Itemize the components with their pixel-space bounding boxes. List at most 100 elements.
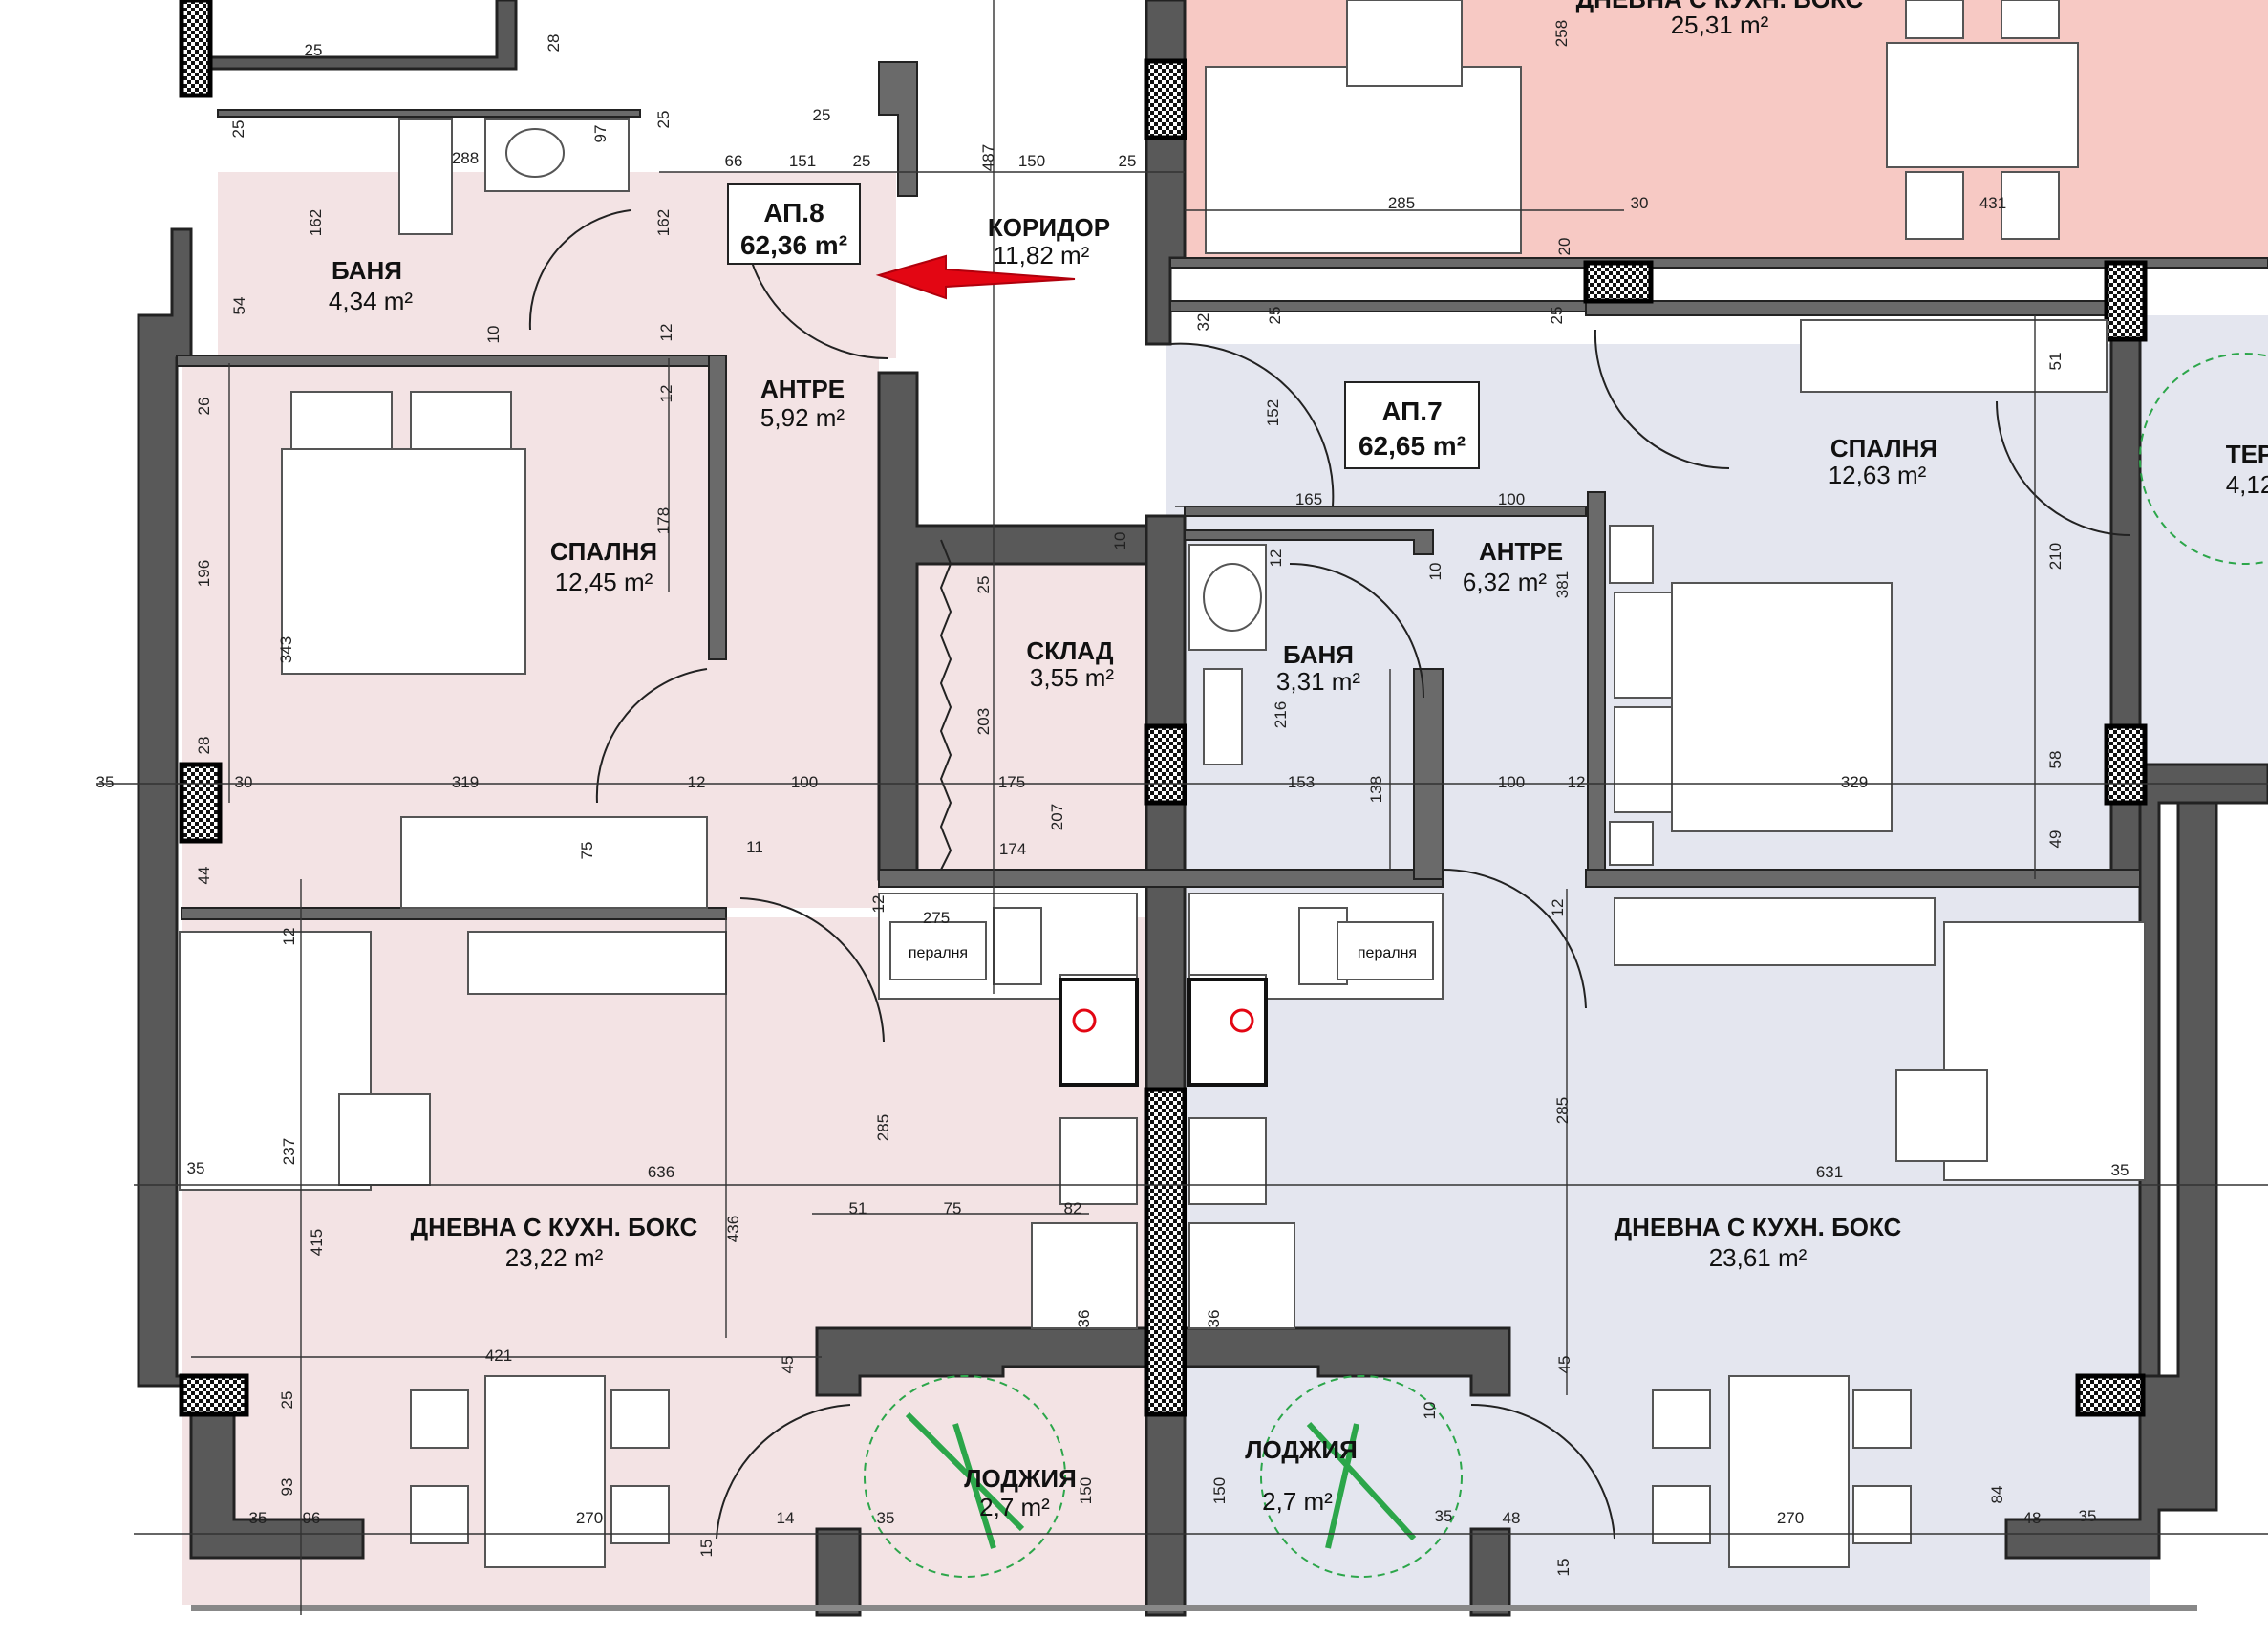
dim-label: 196 [195,560,213,587]
dim-label: 285 [874,1114,892,1141]
room-area: 4,34 m² [329,287,413,315]
dim-label: 203 [974,708,993,735]
dim-label: 75 [578,842,596,860]
room-area: 3,31 m² [1276,667,1360,696]
dim-label: 93 [278,1478,296,1497]
dim-label: 162 [307,209,325,236]
dim-label: 25 [305,41,323,59]
dim-label: 97 [591,125,610,143]
ap7-area: 62,65 m² [1359,431,1466,461]
dim-label: 270 [576,1509,603,1527]
dim-label: 51 [2046,353,2065,371]
dim-label: 25 [654,111,673,129]
column [179,1373,249,1417]
dim-label: 54 [230,297,248,315]
dim-label: 237 [280,1138,298,1165]
dim-label: 631 [1816,1163,1843,1181]
dim-label: 100 [791,773,818,791]
column [2075,1373,2146,1417]
dim-label: 431 [1979,194,2006,212]
ap7-label-box [1344,381,1480,469]
room-name: ЛОДЖИЯ [964,1464,1077,1493]
dim-label: 48 [1503,1509,1521,1527]
dim-label: 45 [1555,1356,1573,1374]
dim-label: 150 [1210,1477,1229,1504]
room-name: СПАЛНЯ [550,537,657,566]
dim-label: 28 [545,34,563,53]
dim-label: 288 [452,149,479,167]
dim-label: 12 [657,324,675,342]
dim-label: 96 [303,1509,321,1527]
dim-label: 35 [1435,1507,1453,1525]
dim-label: 421 [485,1346,512,1365]
column [1144,1087,1187,1417]
dim-label: 30 [235,773,253,791]
dim-label: 636 [648,1163,674,1181]
room-area: 3,55 m² [1030,663,1114,692]
column [1144,58,1187,140]
room-area: 23,22 m² [505,1243,604,1272]
room-name: ДНЕВНА С КУХН. БОКС [1615,1213,1902,1241]
room-name: БАНЯ [332,256,402,285]
loggia-plants [864,353,2268,1578]
room-area: 2,7 m² [1262,1487,1333,1516]
dim-label: 12 [1267,549,1285,568]
dim-label: 35 [877,1509,895,1527]
column [1583,260,1654,304]
columns [179,0,2148,1417]
column [179,762,223,844]
dim-label: 415 [308,1229,326,1256]
room-area: 2,7 m² [979,1493,1050,1521]
dim-label: 30 [1631,194,1649,212]
dim-label: 178 [654,507,673,534]
dim-label: 35 [2079,1507,2097,1525]
dim-label: 51 [849,1199,867,1217]
dim-label: 138 [1367,776,1385,803]
dim-label: 36 [1075,1310,1093,1328]
room-area: 11,82 m² [994,241,1090,269]
room-name: СПАЛНЯ [1830,434,1937,463]
dim-label: 49 [2046,830,2065,849]
dim-label: 25 [813,106,831,124]
dim-label: 165 [1295,490,1322,508]
dim-label: 26 [195,398,213,416]
dim-label: 258 [1552,20,1571,47]
dim-label: 32 [1194,313,1212,332]
room-name: СКЛАД [1026,636,1114,665]
dim-label: 35 [249,1509,267,1527]
dim-label: 12 [869,895,888,914]
room-area: 4,12 [2226,470,2268,499]
dim-label: 25 [1548,307,1566,325]
dim-label: 207 [1048,804,1066,830]
room-name: ТЕР [2226,440,2268,468]
ap8-hall-fill [707,344,879,908]
dim-label: 175 [998,773,1025,791]
room-area: 25,31 m² [1671,11,1769,39]
dim-label: 150 [1018,152,1045,170]
dim-label: 35 [187,1159,205,1177]
room-name: БАНЯ [1283,640,1354,669]
dim-label: 210 [2046,543,2065,570]
room-name: ДНЕВНА С КУХН. БОКС [1576,0,1864,13]
dim-label: 153 [1288,773,1315,791]
dimension-texts: 25 258 285 30 431 20 28 25 97 25 25 66 1… [96,20,2129,1577]
storage-fill [898,535,1146,879]
appliances: пералня пералня [889,921,1434,1087]
dim-label: 319 [452,773,479,791]
dim-label: 100 [1498,773,1525,791]
dim-label: 329 [1841,773,1868,791]
dim-label: 20 [1555,238,1573,256]
dim-label: 162 [654,209,673,236]
room-area: 12,63 m² [1829,461,1927,489]
dimension-lines [96,0,2268,1615]
ap8-label-box [727,183,861,265]
column [2104,723,2148,806]
dim-label: 12 [1568,773,1586,791]
room-area: 5,92 m² [760,403,845,432]
dim-label: 12 [1549,899,1567,917]
furniture [179,0,2146,1568]
ap7-name: АП.7 [1381,397,1442,426]
room-name: КОРИДОР [988,213,1110,242]
dim-label: 285 [1553,1097,1572,1124]
dim-label: 36 [1205,1310,1223,1328]
